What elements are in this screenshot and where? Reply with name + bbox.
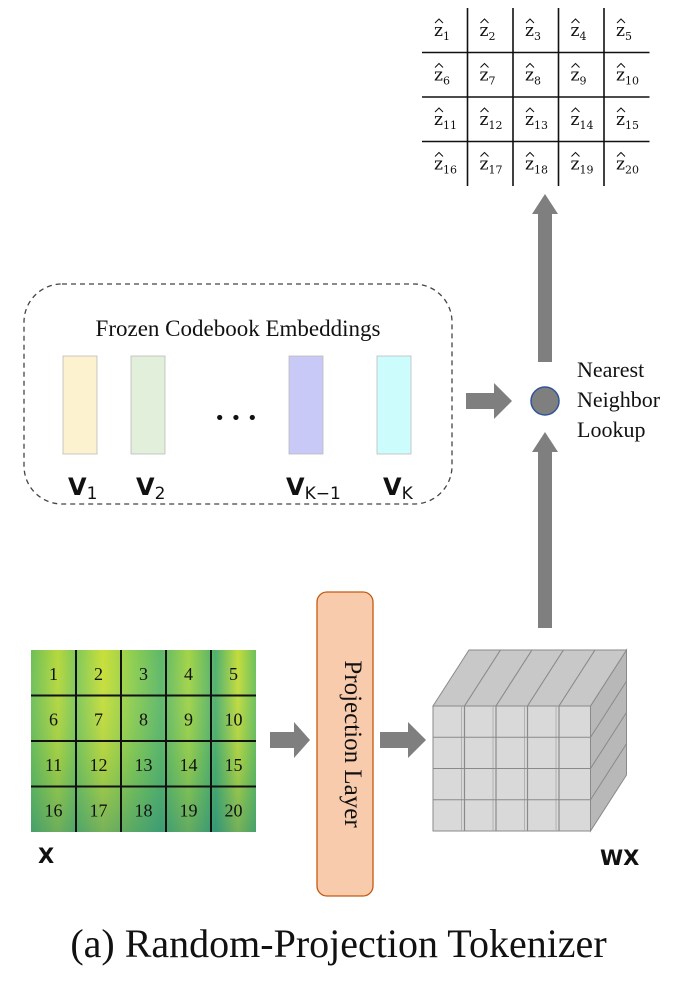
figure-caption: (a) Random-Projection Tokenizer	[70, 921, 607, 966]
token-cell: z10	[616, 66, 639, 88]
arrow-codebook-to-lookup	[466, 383, 512, 419]
token-cell: z13	[525, 110, 548, 132]
spectrogram-cell-label: 17	[90, 800, 108, 820]
codebook-box	[23, 283, 453, 505]
spectrogram-cell-label: 12	[90, 755, 108, 775]
token-cell: z1	[434, 21, 450, 43]
spectrogram-cell-label: 1	[49, 664, 58, 684]
codebook-vector-label-k-minus-1: VK−1	[286, 473, 341, 504]
svg-text:VK−1: VK−1	[286, 473, 341, 504]
token-cell: z15	[616, 110, 639, 132]
token-cell: z3	[525, 21, 541, 43]
projection-label: Projection Layer	[339, 660, 366, 828]
token-cell: z9	[571, 66, 587, 88]
token-cell: z11	[434, 110, 457, 132]
spectrogram-cell-label: 2	[94, 664, 103, 684]
spectrogram-cell-label: 10	[225, 709, 243, 729]
arrow-projection-to-output	[380, 722, 426, 758]
spectrogram-cell-label: 18	[135, 800, 153, 820]
token-cell: z20	[616, 155, 639, 177]
token-cell: z14	[571, 110, 594, 132]
spectrogram-cell-label: 6	[49, 709, 58, 729]
spectrogram-cell-label: 13	[135, 755, 153, 775]
spectrogram-cell-label: 15	[225, 755, 243, 775]
svg-text:V1: V1	[68, 473, 97, 504]
token-cell: z17	[480, 155, 503, 177]
spectrogram-cell-label: 4	[184, 664, 193, 684]
projection-layer	[316, 591, 374, 897]
codebook-vector-label-2: V2	[136, 473, 165, 504]
codebook-vector-k-minus-1	[288, 355, 324, 455]
lookup-node	[530, 386, 560, 416]
codebook-vector-label-1: V1	[68, 473, 97, 504]
token-cell: z12	[480, 110, 503, 132]
token-cell: z7	[480, 66, 496, 88]
arrow-lookup-to-tokens	[532, 194, 558, 362]
token-cell: z2	[480, 21, 496, 43]
token-grid: z1 z2 z3 z4 z5 z6 z7 z8 z9 z10 z11 z12 z13 z14 z15 z16 z…	[422, 8, 650, 186]
codebook-title: Frozen Codebook Embeddings	[96, 316, 381, 341]
spectrogram-cell-label: 3	[139, 664, 148, 684]
token-cell: z4	[571, 21, 587, 43]
token-cell: z19	[571, 155, 594, 177]
spectrogram-cell-label: 7	[94, 709, 103, 729]
token-cell: z5	[616, 21, 632, 43]
codebook-vector-1	[62, 355, 98, 455]
codebook-ellipsis: • • •	[214, 408, 257, 429]
token-cell: z6	[434, 66, 450, 88]
spectrogram-cell-label: 11	[45, 755, 62, 775]
codebook-vector-2	[130, 355, 166, 455]
svg-text:V2: V2	[136, 473, 165, 504]
token-cell: z16	[434, 155, 457, 177]
input-label: X	[38, 844, 54, 868]
token-cell: z8	[525, 66, 541, 88]
arrow-output-to-lookup	[532, 432, 558, 628]
spectrogram-cell-label: 5	[229, 664, 238, 684]
token-cell: z18	[525, 155, 548, 177]
spectrogram-cell-label: 16	[45, 800, 63, 820]
spectrogram-cell-label: 20	[225, 800, 243, 820]
svg-text:VK: VK	[383, 473, 414, 504]
lookup-label: Nearest Neighbor Lookup	[577, 357, 666, 442]
output-label: WX	[600, 846, 639, 870]
codebook-vector-label-k: VK	[383, 473, 414, 504]
output-cube	[432, 648, 628, 833]
spectrogram-cell-label: 19	[180, 800, 198, 820]
spectrogram-cell-label: 14	[180, 755, 198, 775]
spectrogram-cell-label: 8	[139, 709, 148, 729]
spectrogram-cell-label: 9	[184, 709, 193, 729]
arrow-input-to-projection	[270, 722, 310, 758]
codebook-vector-k	[376, 355, 412, 455]
